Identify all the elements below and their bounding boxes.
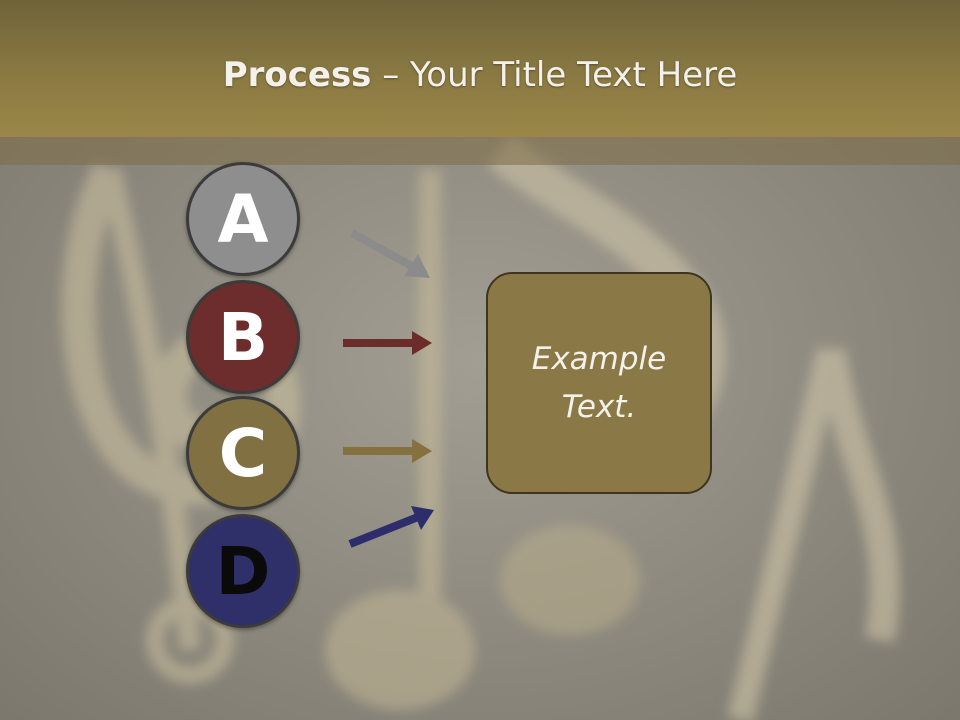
title-bar	[0, 0, 960, 137]
arrow-a	[350, 229, 430, 278]
step-circle-c: C	[186, 396, 300, 510]
title-bold: Process	[222, 55, 372, 95]
step-circle-b: B	[186, 280, 300, 394]
step-letter-b: B	[217, 298, 269, 376]
arrow-b	[343, 331, 432, 355]
step-letter-c: C	[218, 414, 268, 492]
step-letter-a: A	[217, 180, 269, 258]
step-circle-a: A	[186, 162, 300, 276]
step-letter-d: D	[215, 532, 271, 610]
title-rest: – Your Title Text Here	[371, 55, 738, 95]
example-box: Example Text.	[486, 272, 712, 494]
title-band	[0, 137, 960, 165]
example-text: Example Text.	[531, 341, 667, 425]
slide-title: Process – Your Title Text Here	[0, 52, 960, 98]
arrow-c	[343, 439, 432, 463]
step-circle-d: D	[186, 514, 300, 628]
arrow-d	[348, 506, 434, 548]
